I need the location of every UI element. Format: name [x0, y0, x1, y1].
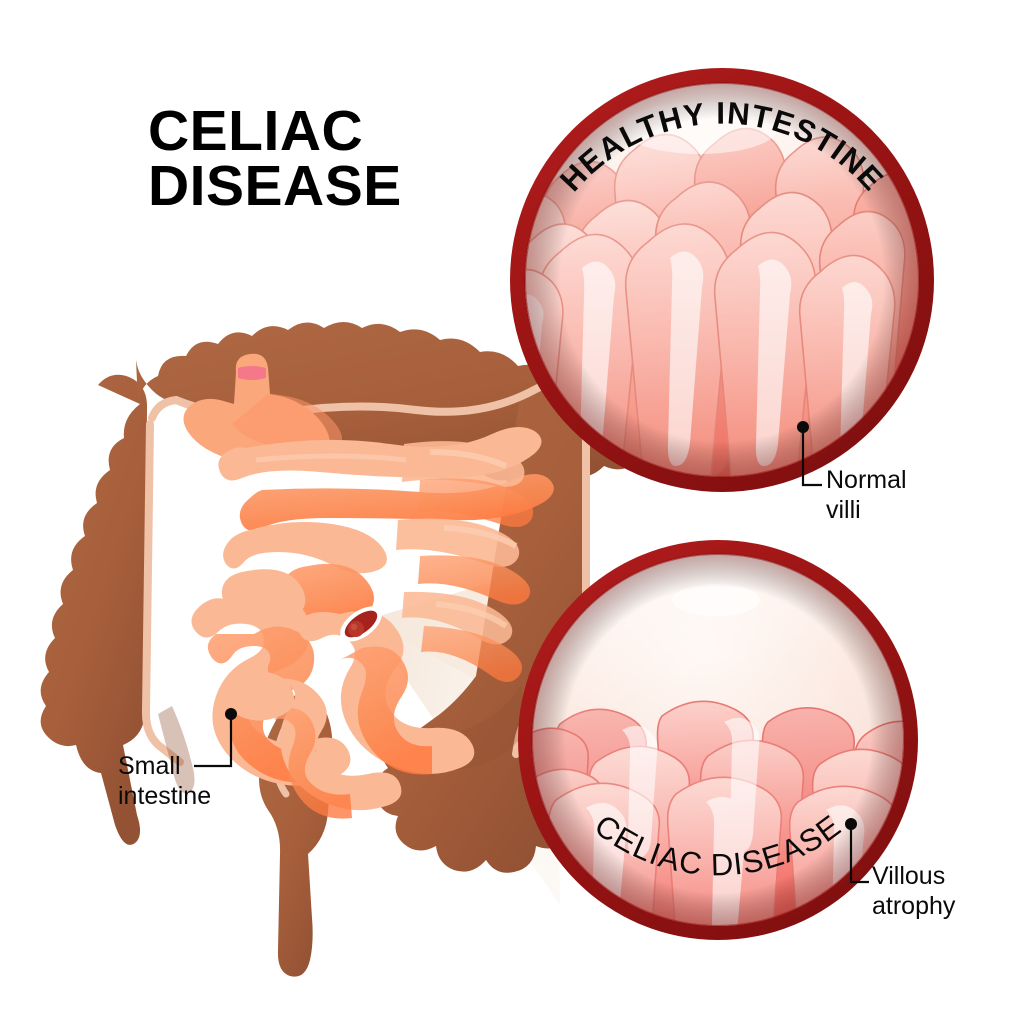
label-small-intestine: Small intestine	[118, 752, 212, 810]
leader-normal-villi	[797, 421, 822, 487]
biopsy-site-icon	[340, 606, 382, 642]
page-title: CELIAC DISEASE	[148, 99, 508, 218]
panel-healthy-intestine	[510, 68, 934, 492]
title-line-2: DISEASE	[148, 153, 402, 218]
leader-small-intestine	[194, 708, 237, 768]
healthy-villi-group	[525, 83, 919, 477]
panel-celiac-disease	[518, 540, 918, 940]
label-normal-villi: Normal villi	[826, 466, 907, 524]
annotation-leaders	[194, 421, 869, 884]
title-line-1: CELIAC	[148, 99, 364, 163]
leader-villous-atrophy	[845, 818, 869, 884]
label-villous-atrophy: Villous atrophy	[872, 862, 956, 920]
small-intestine	[183, 353, 554, 819]
